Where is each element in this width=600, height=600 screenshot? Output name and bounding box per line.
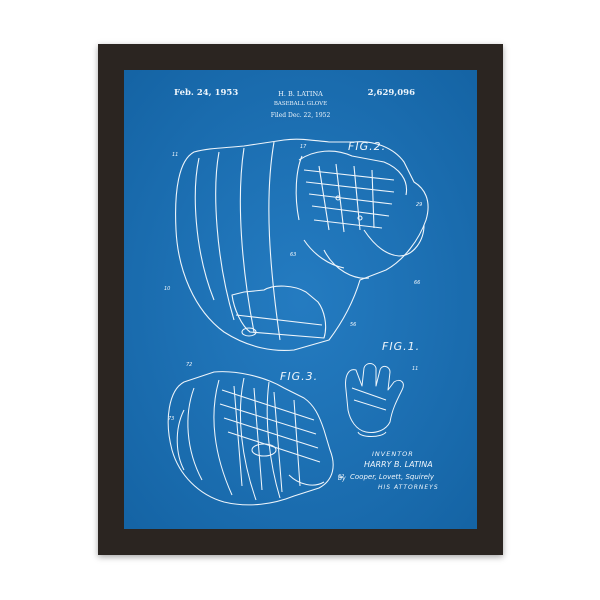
patent-number: 2,629,096 xyxy=(367,88,415,98)
fig3-glove xyxy=(167,371,334,506)
figure-3-label: FIG.3. xyxy=(280,370,319,383)
patent-filed-date: Filed Dec. 22, 1952 xyxy=(270,112,331,119)
patent-inventor-header: H. B. LATINA xyxy=(278,90,323,98)
patent-date: Feb. 24, 1953 xyxy=(174,88,239,98)
blueprint-print: 11 10 17 63 66 29 56 72 73 62 11 Feb. 24… xyxy=(124,70,477,529)
figure-2-label: FIG.2. xyxy=(348,140,387,153)
svg-text:17: 17 xyxy=(300,144,307,150)
svg-text:62: 62 xyxy=(338,474,344,480)
svg-text:66: 66 xyxy=(414,280,420,286)
fig2-glove xyxy=(175,138,429,351)
svg-text:11: 11 xyxy=(412,366,418,372)
fig1-glove xyxy=(345,363,404,437)
inventor-label: INVENTOR xyxy=(372,450,414,458)
svg-text:56: 56 xyxy=(350,322,356,328)
inventor-name: HARRY B. LATINA xyxy=(364,460,433,469)
by-label: By xyxy=(338,475,346,482)
svg-text:29: 29 xyxy=(416,202,422,208)
patent-title: BASEBALL GLOVE xyxy=(273,101,328,107)
svg-text:63: 63 xyxy=(290,252,296,258)
attorney-signature: Cooper, Lovett, Squirely xyxy=(350,473,434,481)
svg-text:73: 73 xyxy=(168,416,174,422)
figure-1-label: FIG.1. xyxy=(382,340,421,353)
svg-text:72: 72 xyxy=(186,362,192,368)
paper-texture xyxy=(124,70,477,529)
reference-numbers: 11 10 17 63 66 29 56 72 73 62 11 xyxy=(164,144,422,480)
svg-text:10: 10 xyxy=(164,286,170,292)
svg-text:11: 11 xyxy=(172,152,178,158)
attorneys-label: HIS ATTORNEYS xyxy=(378,484,439,491)
glove-drawing: 11 10 17 63 66 29 56 72 73 62 11 xyxy=(124,70,477,529)
